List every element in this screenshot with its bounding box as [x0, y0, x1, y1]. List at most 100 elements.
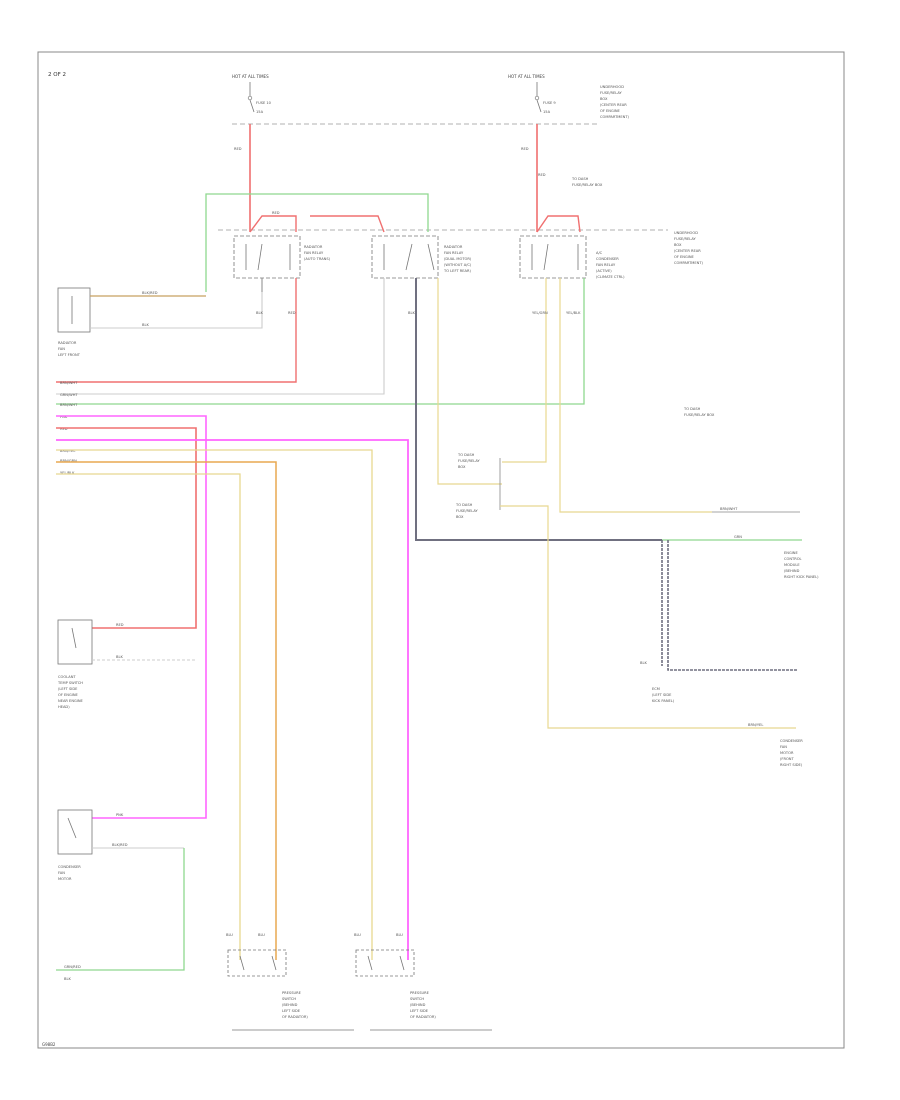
- svg-text:RED: RED: [116, 623, 124, 627]
- svg-text:RED: RED: [272, 211, 280, 215]
- svg-text:FAN RELAY: FAN RELAY: [596, 263, 616, 267]
- svg-text:RED: RED: [234, 147, 242, 151]
- wire-red-long: [56, 427, 197, 629]
- svg-text:BRN/WHT: BRN/WHT: [720, 507, 738, 511]
- svg-text:CONDENSER: CONDENSER: [596, 257, 619, 261]
- svg-text:FUSE 9: FUSE 9: [543, 101, 556, 105]
- svg-text:TO DASH: TO DASH: [457, 453, 475, 457]
- wire-yellow-relay3b: [559, 278, 712, 513]
- svg-text:RED: RED: [521, 147, 529, 151]
- svg-text:FUSE/RELAY: FUSE/RELAY: [456, 509, 478, 513]
- svg-text:TO LEFT REAR): TO LEFT REAR): [443, 269, 472, 273]
- note-to-dash-2: TO DASH FUSE/RELAY BOX: [683, 407, 715, 417]
- wire-green-bus: [56, 278, 585, 405]
- svg-text:FUSE/RELAY BOX: FUSE/RELAY BOX: [684, 413, 715, 417]
- svg-text:UNDERHOOD: UNDERHOOD: [674, 231, 698, 235]
- svg-text:HEAD): HEAD): [58, 705, 70, 709]
- svg-text:TO DASH: TO DASH: [455, 503, 473, 507]
- wire-white-relay2: [56, 278, 385, 395]
- svg-text:BRN/WHT: BRN/WHT: [60, 403, 78, 407]
- svg-text:FAN RELAY: FAN RELAY: [304, 251, 324, 255]
- svg-text:(AUTO TRANS): (AUTO TRANS): [304, 257, 331, 261]
- svg-text:UNDERHOOD: UNDERHOOD: [600, 85, 624, 89]
- diagram-title: 2 OF 2: [48, 72, 66, 78]
- svg-text:COOLANT: COOLANT: [58, 675, 76, 679]
- coolant-temp-switch: COOLANT TEMP SWITCH (LEFT SIDE OF ENGINE…: [57, 619, 93, 709]
- svg-text:FAN: FAN: [780, 745, 787, 749]
- svg-text:(CLIMATE CTRL): (CLIMATE CTRL): [596, 275, 625, 279]
- wire-green-fan: [56, 848, 185, 971]
- svg-text:OF ENGINE: OF ENGINE: [674, 255, 695, 259]
- svg-text:(BEHIND: (BEHIND: [410, 1003, 426, 1007]
- svg-text:COMPARTMENT): COMPARTMENT): [674, 261, 704, 265]
- svg-text:FUSE 10: FUSE 10: [256, 101, 272, 105]
- svg-text:BLK: BLK: [256, 311, 263, 315]
- wire-orange: [56, 461, 277, 960]
- svg-text:PNK: PNK: [116, 813, 124, 817]
- svg-text:BLK: BLK: [408, 311, 415, 315]
- wire-red-relay1: [56, 278, 297, 383]
- svg-text:BRN/YEL: BRN/YEL: [60, 449, 75, 453]
- svg-text:BLK: BLK: [640, 661, 647, 665]
- svg-text:BLU: BLU: [226, 933, 233, 937]
- svg-text:FUSE/RELAY: FUSE/RELAY: [674, 237, 696, 241]
- svg-text:PRESSURE: PRESSURE: [410, 991, 430, 995]
- diagram-code: G98B2: [42, 1042, 56, 1047]
- svg-text:CONDENSER: CONDENSER: [58, 865, 81, 869]
- pressure-switch-b: BLU BLU PRESSURE SWITCH (BEHIND LEFT SID…: [354, 933, 492, 1031]
- svg-text:GRN/WHT: GRN/WHT: [60, 393, 78, 397]
- svg-text:TO DASH: TO DASH: [571, 177, 589, 181]
- svg-text:FUSE/RELAY: FUSE/RELAY: [600, 91, 622, 95]
- svg-text:TO DASH: TO DASH: [683, 407, 701, 411]
- svg-text:SWITCH: SWITCH: [410, 997, 424, 1001]
- svg-text:MOTOR: MOTOR: [780, 751, 794, 755]
- svg-text:PNK: PNK: [60, 415, 68, 419]
- svg-text:YEL/BLK: YEL/BLK: [60, 471, 75, 475]
- svg-text:YEL/GRN: YEL/GRN: [532, 311, 548, 315]
- svg-text:OF RADIATOR): OF RADIATOR): [410, 1015, 436, 1019]
- svg-text:(LEFT SIDE: (LEFT SIDE: [652, 693, 672, 697]
- note-to-dash-right: TO DASH FUSE/RELAY BOX: [571, 177, 603, 187]
- wire-tan-2: [56, 473, 241, 960]
- note-splice-b: TO DASH FUSE/RELAY BOX: [455, 503, 478, 519]
- svg-text:LEFT FRONT: LEFT FRONT: [58, 353, 81, 357]
- svg-text:BLK: BLK: [64, 977, 71, 981]
- svg-text:HOT AT ALL TIMES: HOT AT ALL TIMES: [508, 74, 545, 79]
- svg-text:(FRONT: (FRONT: [780, 757, 794, 761]
- svg-text:LEFT SIDE: LEFT SIDE: [282, 1009, 301, 1013]
- svg-text:MOTOR: MOTOR: [58, 877, 72, 881]
- svg-text:RIGHT SIDE): RIGHT SIDE): [780, 763, 803, 767]
- svg-text:GRN: GRN: [734, 535, 742, 539]
- svg-text:BLK/RED: BLK/RED: [142, 291, 158, 295]
- svg-text:NEAR ENGINE: NEAR ENGINE: [58, 699, 84, 703]
- wire-yellow-relay3a: [502, 278, 547, 463]
- svg-text:OF RADIATOR): OF RADIATOR): [282, 1015, 308, 1019]
- svg-text:(ACTIVE): (ACTIVE): [596, 269, 612, 273]
- svg-text:GRN/RED: GRN/RED: [64, 965, 81, 969]
- wire-dark-gray-relay2: [415, 278, 662, 541]
- wire-yellow-to-condenser: [500, 505, 796, 729]
- ecm-connector: BRN/WHT GRN ENGINE CONTROL MODULE (BEHIN…: [662, 507, 819, 579]
- svg-text:CONTROL: CONTROL: [784, 557, 802, 561]
- svg-text:ECM: ECM: [652, 687, 660, 691]
- svg-text:BLU: BLU: [258, 933, 265, 937]
- svg-text:(WITHOUT A/C): (WITHOUT A/C): [444, 263, 472, 267]
- svg-text:SWITCH: SWITCH: [282, 997, 296, 1001]
- svg-text:CONDENSER: CONDENSER: [780, 739, 803, 743]
- svg-text:BOX: BOX: [674, 243, 682, 247]
- svg-text:OF ENGINE: OF ENGINE: [600, 109, 621, 113]
- svg-text:(CENTER REAR: (CENTER REAR: [600, 103, 627, 107]
- wire-green-top: [205, 193, 429, 292]
- svg-text:RED: RED: [538, 173, 546, 177]
- relay-1: RADIATOR FAN RELAY (AUTO TRANS): [233, 235, 331, 279]
- svg-text:BRN/YEL: BRN/YEL: [748, 723, 763, 727]
- wire-gray-radfan: [90, 292, 263, 329]
- svg-text:BRN/GRN: BRN/GRN: [60, 459, 77, 463]
- wire-magenta-long: [56, 439, 409, 960]
- svg-text:RIGHT KICK PANEL): RIGHT KICK PANEL): [784, 575, 819, 579]
- radiator-fan: RADIATOR FAN LEFT FRONT: [57, 287, 91, 357]
- condenser-label: CONDENSER FAN MOTOR (FRONT RIGHT SIDE): [780, 739, 803, 767]
- svg-text:PRESSURE: PRESSURE: [282, 991, 302, 995]
- svg-text:15A: 15A: [256, 110, 264, 114]
- relay-box-label: UNDERHOOD FUSE/RELAY BOX (CENTER REAR OF…: [674, 231, 704, 265]
